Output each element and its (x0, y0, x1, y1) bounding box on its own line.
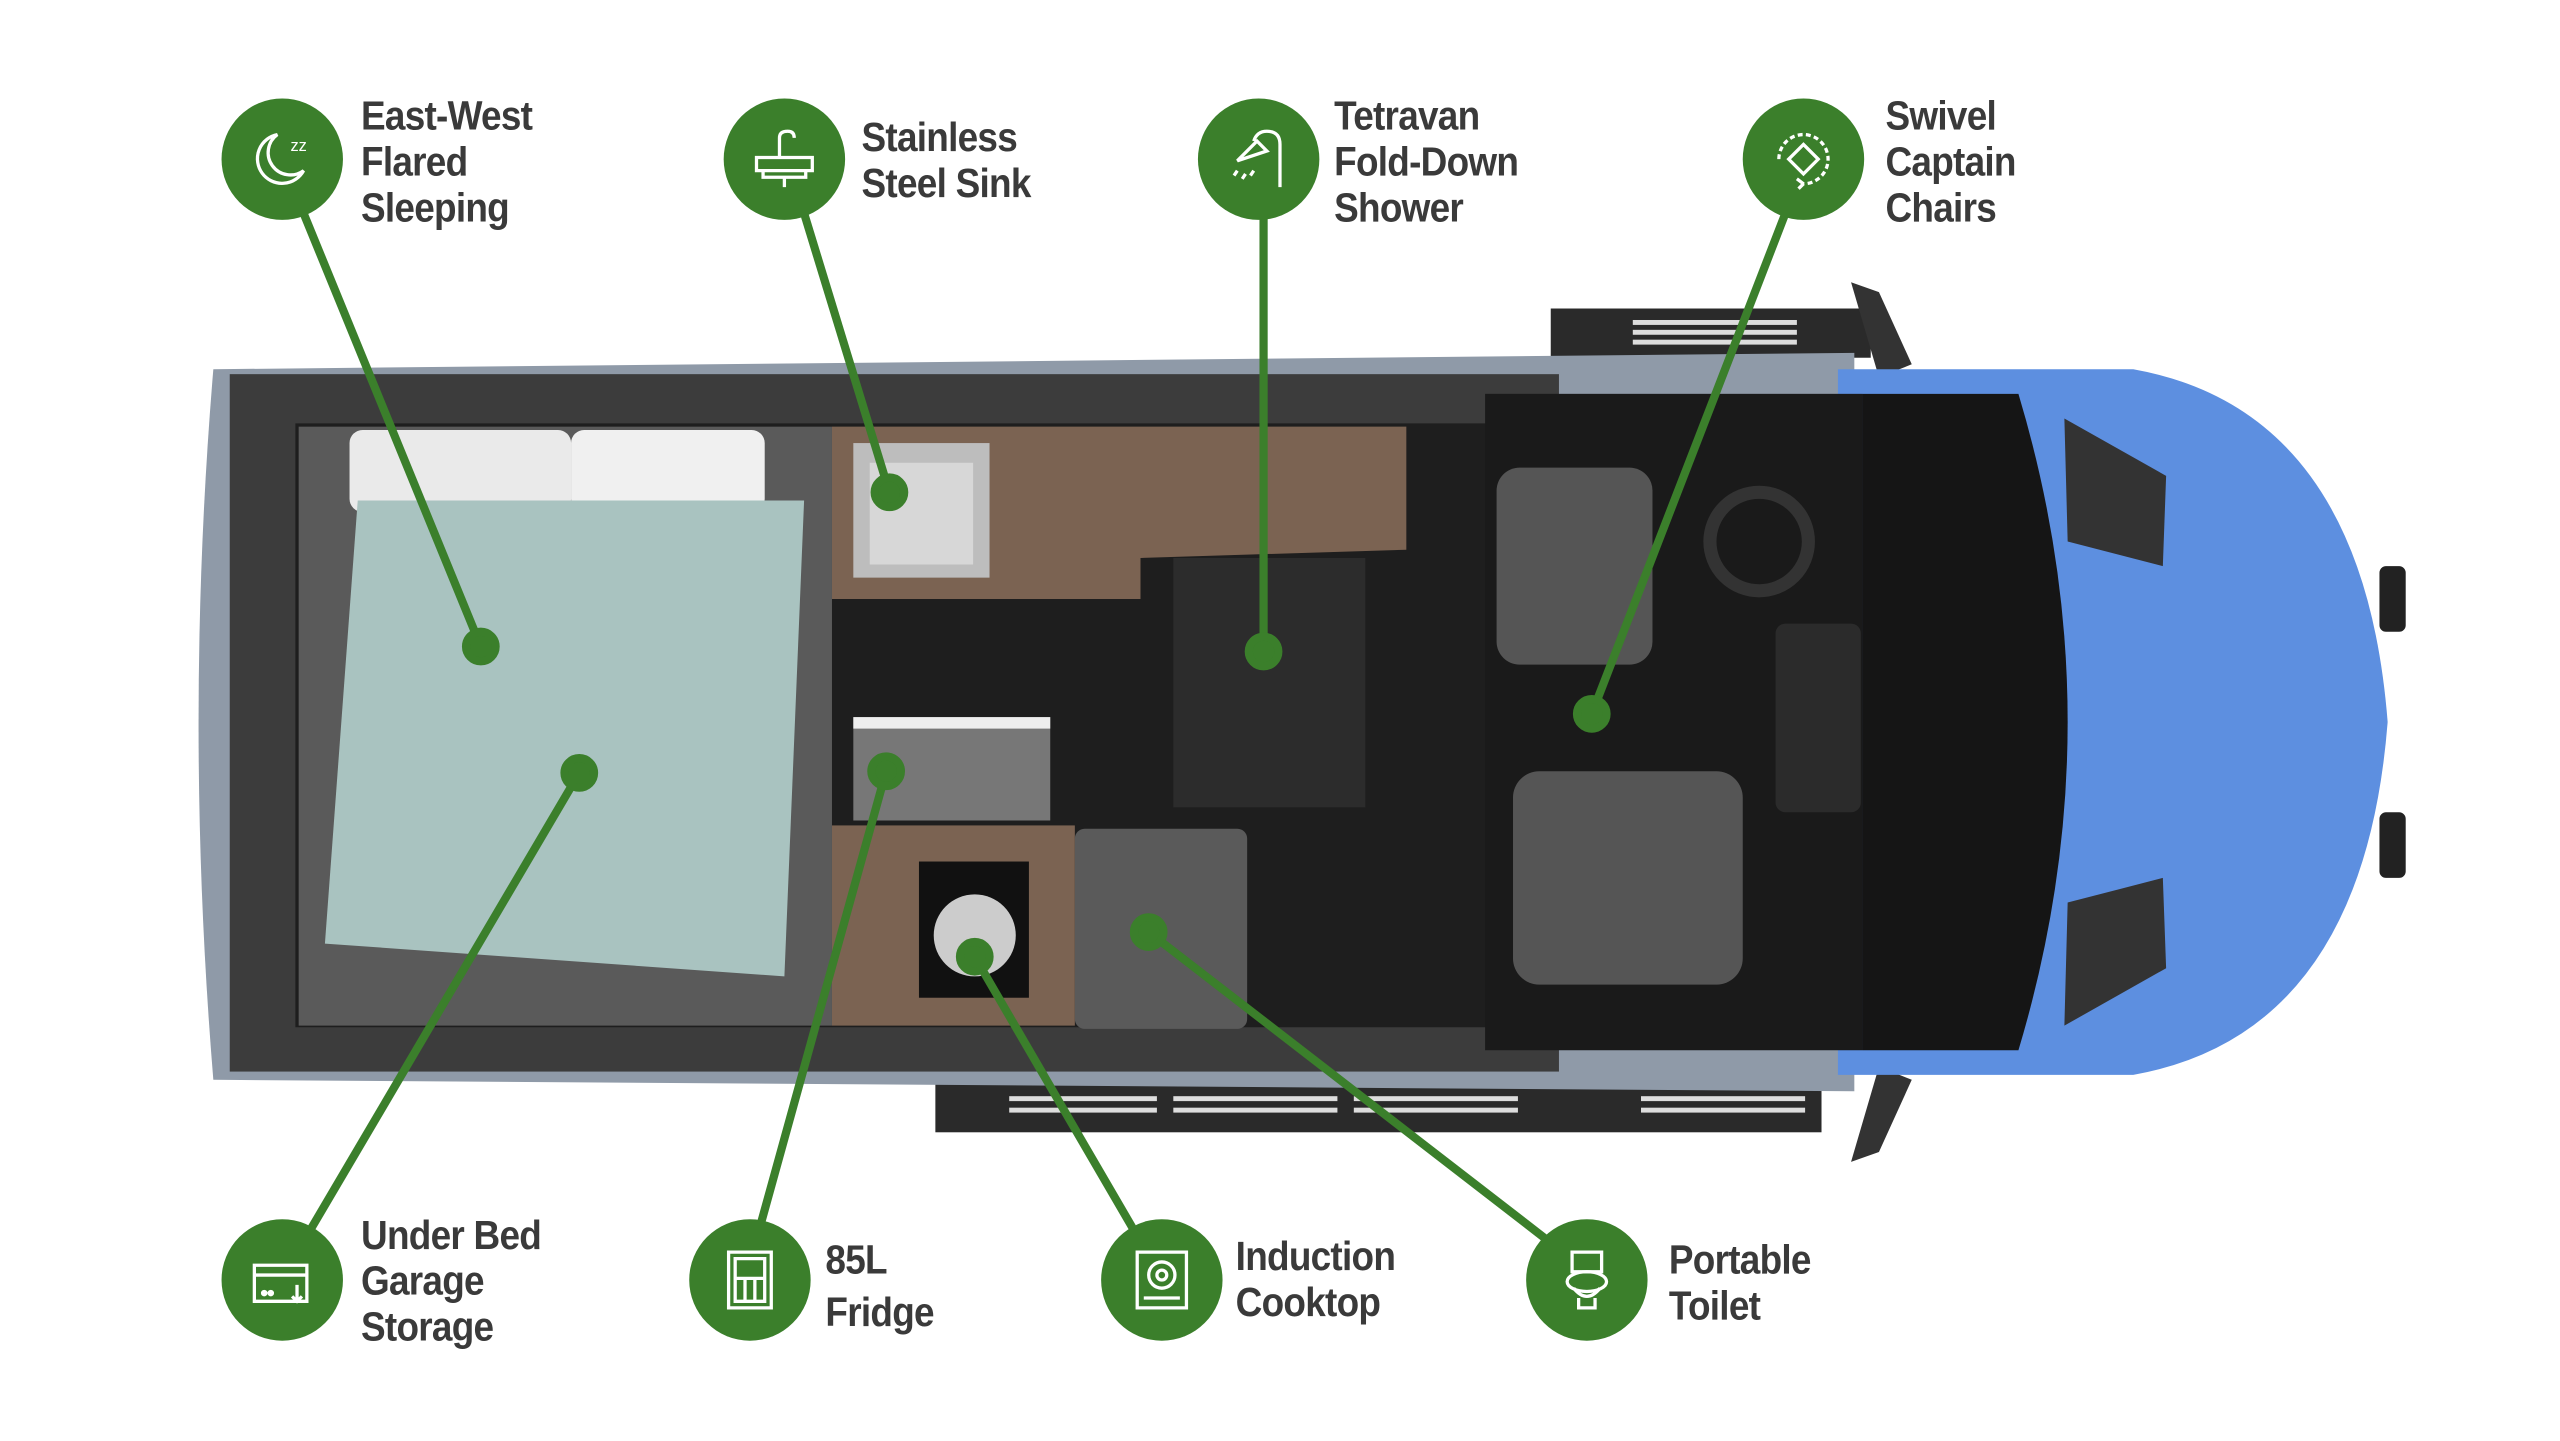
svg-text:zz: zz (290, 137, 306, 155)
moon-sleep-icon: zz (221, 98, 343, 220)
mirror-right (1851, 1066, 1912, 1162)
marker-dot-sink (870, 473, 909, 512)
shower-area (1173, 557, 1366, 808)
passenger-seat (1513, 771, 1743, 985)
windshield (1862, 393, 2068, 1051)
leader-line-sleeping (299, 211, 485, 649)
marker-dot-storage (560, 754, 599, 792)
center-console (1775, 623, 1861, 813)
mirror-left (1851, 282, 1912, 378)
pillow (349, 429, 572, 512)
toilet-icon (1526, 1219, 1648, 1341)
sink-icon (723, 98, 846, 220)
driver-seat (1496, 467, 1653, 665)
leader-line-sink (800, 212, 894, 494)
steering-wheel (1703, 485, 1815, 598)
leader-line-fridge (755, 770, 891, 1229)
cooktop-icon (1101, 1219, 1223, 1341)
marker-dot-chairs (1572, 694, 1611, 733)
pillow (571, 429, 765, 512)
fridge-icon (689, 1219, 811, 1341)
bed-blanket (324, 500, 805, 977)
hood-vent-right (2064, 877, 2167, 1026)
leader-line-chairs (1587, 211, 1790, 716)
shower-icon (1197, 98, 1320, 220)
marker-dot-fridge (867, 752, 906, 791)
marker-dot-sleeping (461, 627, 500, 666)
marker-dot-shower (1244, 632, 1283, 671)
hood-vent-left (2064, 418, 2167, 567)
leader-line-storage (308, 770, 583, 1230)
storage-box-icon (221, 1219, 343, 1341)
leader-line-cooktop (971, 954, 1136, 1230)
marker-dot-toilet (1129, 913, 1168, 951)
leader-line-toilet (1146, 928, 1549, 1243)
swivel-icon (1742, 98, 1865, 220)
marker-dot-cooktop (955, 937, 994, 976)
